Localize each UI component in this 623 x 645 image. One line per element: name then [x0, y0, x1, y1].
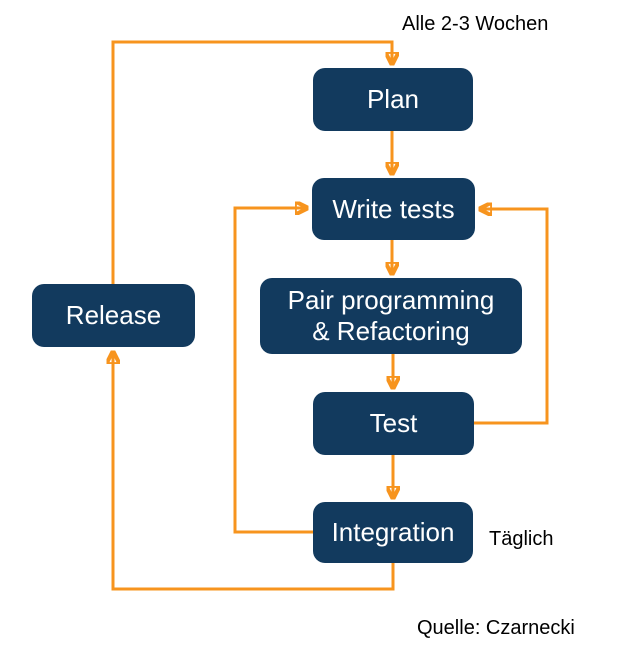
node-pair-programming-label-line1: Pair programming: [287, 285, 495, 315]
node-test: Test: [313, 392, 474, 455]
connector-integration-to-release: [113, 352, 395, 591]
node-release: Release: [32, 284, 195, 347]
node-release-label: Release: [65, 300, 162, 330]
node-pair-programming-label-line2: & Refactoring: [312, 316, 470, 346]
source-credit: Quelle: Czarnecki: [417, 617, 575, 639]
connector-integration-to-write-tests: [233, 208, 313, 534]
connector-release-to-plan: [111, 40, 392, 284]
annotation-daily: Täglich: [489, 528, 554, 550]
node-integration-label: Integration: [331, 517, 455, 547]
node-plan-label: Plan: [366, 84, 420, 114]
node-plan: Plan: [313, 68, 473, 131]
node-write-tests: Write tests: [312, 178, 475, 240]
annotation-cycle-period: Alle 2-3 Wochen: [402, 13, 549, 35]
node-integration: Integration: [313, 502, 473, 563]
node-write-tests-label: Write tests: [332, 193, 455, 224]
connector-test-to-write-tests: [474, 209, 549, 425]
node-test-label: Test: [369, 408, 418, 438]
node-pair-programming: Pair programming & Refactoring: [260, 278, 522, 354]
